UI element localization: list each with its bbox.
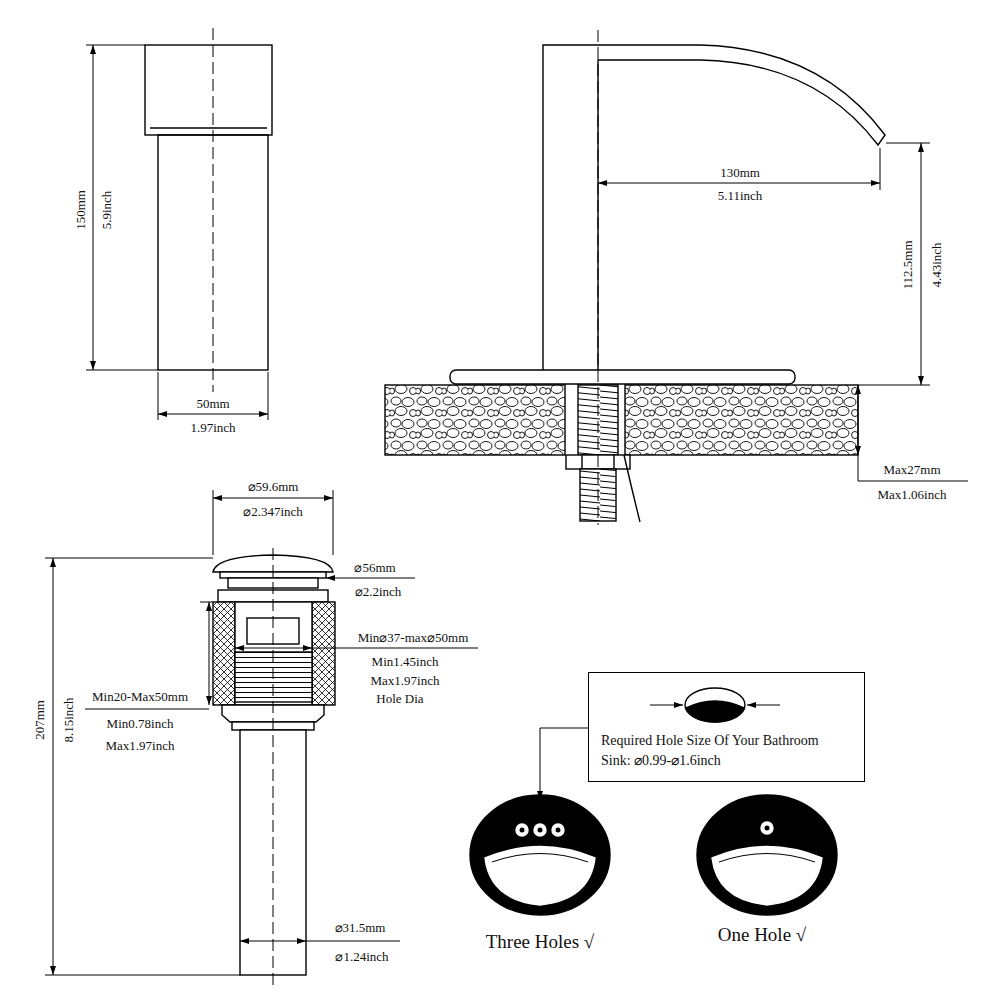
dimension-label: Min⌀37-max⌀50mm [358,630,469,645]
dimension-label: Max27mm [883,462,940,477]
dimension-label: 1.97inch [190,420,235,435]
dimension-label: Max1.97inch [106,738,175,753]
dimension-label: ⌀59.6mm [248,479,299,494]
dimension-label: Max1.97inch [371,673,440,688]
sink-caption: One Hole √ [718,924,807,946]
dimension-label: 130mm [720,165,760,180]
note-text: Required Hole Size Of Your Bathroom Sink… [601,731,836,771]
dimension-label: ⌀1.24inch [335,949,388,964]
dimension-label: Min20-Max50mm [92,689,188,704]
dimension-label: 5.11inch [718,188,763,203]
dimension-label: 8.15inch [61,697,76,742]
note-box: Required Hole Size Of Your Bathroom Sink… [588,672,865,782]
dimension-label: Hole Dia [376,691,423,706]
dimension-label: ⌀2.347inch [243,504,303,519]
dimension-label: 207mm [32,700,47,740]
dimension-label: ⌀31.5mm [335,920,386,935]
dimension-label: ⌀56mm [354,560,395,575]
sink-caption: Three Holes √ [486,931,595,953]
dimension-label: Min1.45inch [372,654,439,669]
dimension-label: 5.9inch [99,191,114,230]
dimension-label: 150mm [73,190,88,230]
dimension-label: ⌀2.2inch [355,584,402,599]
dimension-label: 4.43inch [929,242,944,287]
dimension-label: 50mm [196,396,229,411]
dimension-label: Min0.78inch [107,716,174,731]
dimension-label: 112.5mm [900,241,915,290]
dimension-label: Max1.06inch [878,487,947,502]
